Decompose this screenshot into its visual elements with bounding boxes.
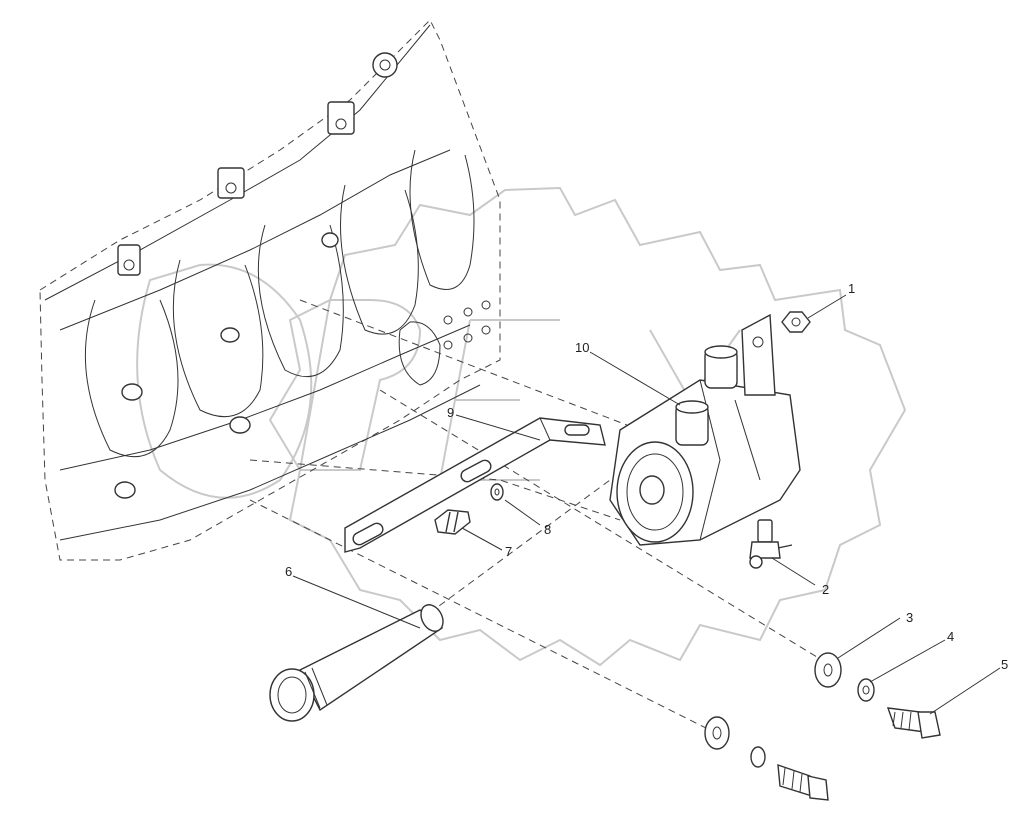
lower-fastener-set	[704, 716, 829, 801]
callout-6: 6	[285, 564, 292, 579]
callout-3: 3	[906, 610, 913, 625]
bearing-saddles	[84, 149, 475, 499]
assembly-lines	[249, 299, 831, 736]
part-9-bracket	[344, 417, 606, 553]
engine-block	[39, 19, 501, 561]
callout-4: 4	[947, 629, 954, 644]
part-3-washer	[814, 652, 842, 688]
part-6-tube	[269, 604, 444, 722]
part-7-bolt	[434, 509, 471, 535]
callout-8: 8	[544, 522, 551, 537]
part-1-nut	[781, 311, 811, 333]
callout-9: 9	[447, 405, 454, 420]
mounting-ears	[117, 52, 398, 276]
side-bolt-holes	[398, 300, 491, 386]
watermark-gear-logo	[136, 186, 907, 667]
callout-7: 7	[505, 544, 512, 559]
part-10-oil-cooler-housing	[609, 313, 801, 546]
part-4-lock-washer	[857, 678, 875, 702]
callout-2: 2	[822, 582, 829, 597]
leader-lines	[292, 294, 1001, 715]
callout-labels: 1 2 3 4 5 6 7 8 9 10	[285, 281, 1008, 672]
callout-1: 1	[848, 281, 855, 296]
part-5-bolt	[886, 707, 941, 739]
callout-5: 5	[1001, 657, 1008, 672]
part-8-washer	[490, 483, 504, 501]
callout-10: 10	[575, 340, 589, 355]
part-2-drain-cock	[749, 519, 793, 569]
